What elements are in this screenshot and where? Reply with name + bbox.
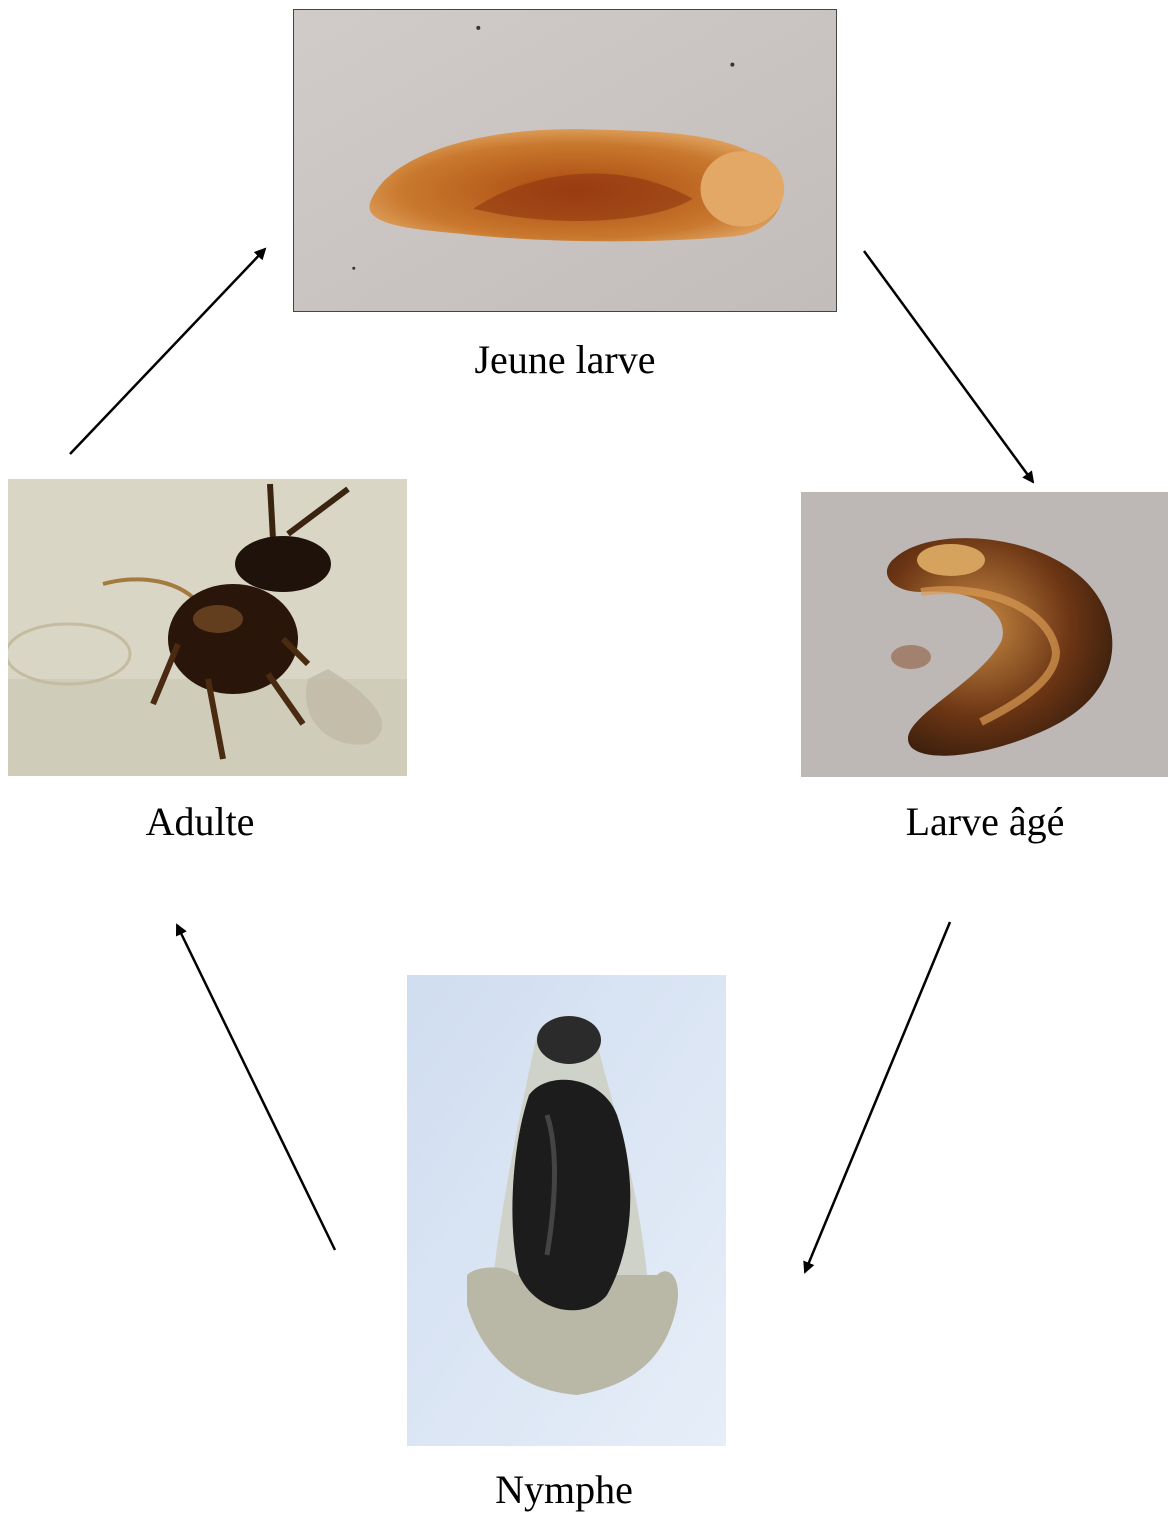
old-larva-label: Larve âgé	[906, 802, 1065, 842]
arrow-old-to-pupa	[805, 922, 950, 1272]
arrow-young-to-old	[864, 251, 1033, 482]
pupa-label: Nymphe	[495, 1470, 633, 1510]
adult-wasp-photo	[8, 479, 407, 776]
pupa-photo	[407, 975, 726, 1446]
arrow-pupa-to-adult	[177, 925, 335, 1250]
young-larva-photo	[293, 9, 837, 312]
old-larva-photo	[801, 492, 1168, 777]
young-larva-label: Jeune larve	[474, 340, 655, 380]
arrow-adult-to-young	[70, 249, 265, 454]
adult-label: Adulte	[146, 802, 255, 842]
